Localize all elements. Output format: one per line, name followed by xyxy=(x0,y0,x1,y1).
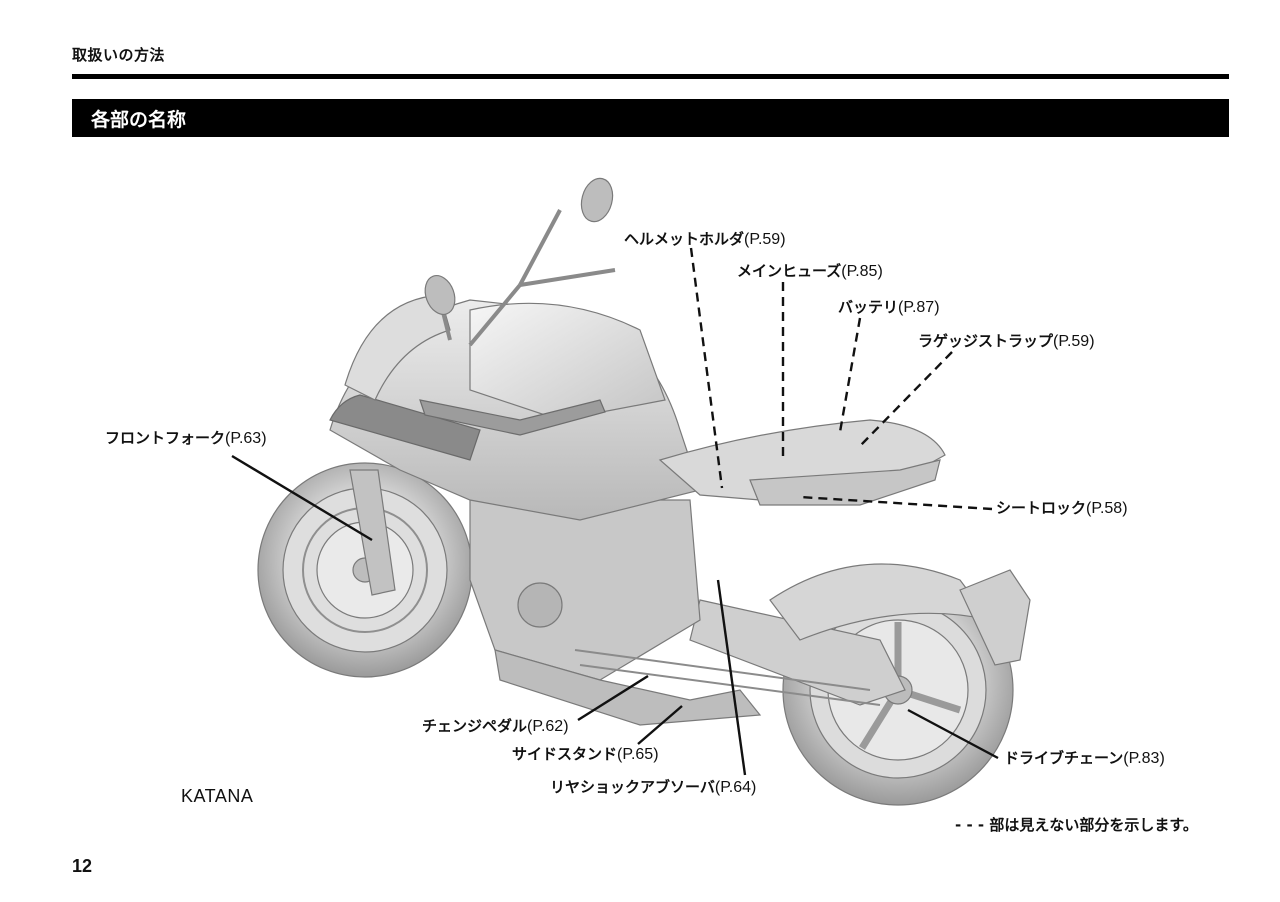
part-name: ドライブチェーン xyxy=(1004,749,1124,767)
page-ref: (P.64) xyxy=(714,779,757,796)
part-name: リヤショックアブソーバ xyxy=(550,778,715,796)
label-helmet-holder: ヘルメットホルダ(P.59) xyxy=(624,230,786,249)
label-main-fuse: メインヒューズ(P.85) xyxy=(737,262,883,281)
page-number: 12 xyxy=(72,856,93,876)
page-ref: (P.63) xyxy=(225,430,267,447)
page-heading: 各部の名称 xyxy=(91,109,187,131)
page-ref: (P.59) xyxy=(744,231,786,248)
page-ref: (P.58) xyxy=(1086,500,1128,517)
part-name: メインヒューズ xyxy=(737,262,842,280)
hidden-parts-note: - - - 部は見えない部分を示します。 xyxy=(955,816,1198,834)
part-name: サイドスタンド xyxy=(512,745,618,763)
heading-bar: 各部の名称 xyxy=(72,99,1229,137)
part-name: チェンジペダル xyxy=(422,717,528,735)
page-ref: (P.59) xyxy=(1053,333,1095,350)
motorcycle-drawing xyxy=(257,177,1031,806)
leader-lines xyxy=(231,247,999,776)
model-name: KATANA xyxy=(181,786,254,806)
page-ref: (P.85) xyxy=(841,263,883,280)
page-ref: (P.62) xyxy=(527,718,569,735)
section-title: 取扱いの方法 xyxy=(72,46,166,64)
label-rear-shock: リヤショックアブソーバ(P.64) xyxy=(550,778,756,797)
label-luggage-strap: ラゲッジストラップ(P.59) xyxy=(918,332,1095,351)
page-ref: (P.83) xyxy=(1123,750,1165,767)
header-rule xyxy=(72,74,1229,79)
part-name: ヘルメットホルダ xyxy=(624,230,745,248)
label-battery: バッテリ(P.87) xyxy=(838,298,940,317)
label-seat-lock: シートロック(P.58) xyxy=(996,499,1128,518)
part-name: フロントフォーク xyxy=(105,429,226,447)
part-name: バッテリ xyxy=(838,298,899,316)
part-name: シートロック xyxy=(996,499,1087,517)
label-front-fork: フロントフォーク(P.63) xyxy=(105,429,267,448)
label-drive-chain: ドライブチェーン(P.83) xyxy=(1004,749,1165,768)
page-ref: (P.65) xyxy=(617,746,659,763)
page-ref: (P.87) xyxy=(898,299,940,316)
part-name: ラゲッジストラップ xyxy=(918,332,1054,350)
label-gearshift-pedal: チェンジペダル(P.62) xyxy=(422,717,569,736)
label-side-stand: サイドスタンド(P.65) xyxy=(512,745,659,764)
